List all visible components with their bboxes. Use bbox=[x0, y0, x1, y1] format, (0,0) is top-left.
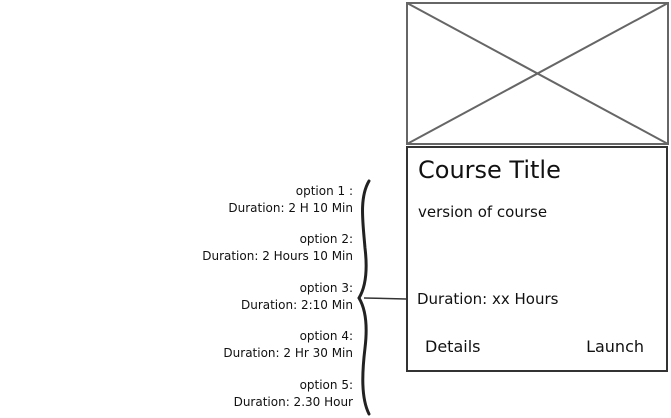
option-label: option 4: bbox=[299, 329, 353, 343]
option-label: option 1 : bbox=[295, 184, 353, 198]
option-label: option 2: bbox=[299, 232, 353, 246]
option-3: option 3: Duration: 2:10 Min bbox=[241, 280, 353, 314]
image-placeholder-icon bbox=[406, 2, 669, 145]
option-1: option 1 : Duration: 2 H 10 Min bbox=[228, 183, 353, 217]
option-label: option 3: bbox=[299, 281, 353, 295]
option-duration: Duration: 2 H 10 Min bbox=[228, 201, 353, 215]
option-5: option 5: Duration: 2.30 Hour bbox=[234, 377, 353, 411]
course-card: Course Title version of course Duration:… bbox=[406, 146, 668, 372]
course-title: Course Title bbox=[418, 156, 561, 184]
option-2: option 2: Duration: 2 Hours 10 Min bbox=[202, 231, 353, 265]
option-duration: Duration: 2 Hours 10 Min bbox=[202, 249, 353, 263]
option-duration: Duration: 2:10 Min bbox=[240, 298, 353, 312]
details-link[interactable]: Details bbox=[425, 337, 481, 356]
launch-link[interactable]: Launch bbox=[586, 337, 644, 356]
course-duration: Duration: xx Hours bbox=[417, 290, 559, 308]
option-duration: Duration: 2 Hr 30 Min bbox=[223, 346, 353, 360]
option-duration: Duration: 2.30 Hour bbox=[233, 395, 353, 409]
option-4: option 4: Duration: 2 Hr 30 Min bbox=[223, 328, 353, 362]
curly-brace-icon bbox=[357, 179, 371, 416]
connector-line bbox=[363, 297, 407, 300]
option-label: option 5: bbox=[299, 378, 353, 392]
course-version: version of course bbox=[418, 203, 548, 221]
